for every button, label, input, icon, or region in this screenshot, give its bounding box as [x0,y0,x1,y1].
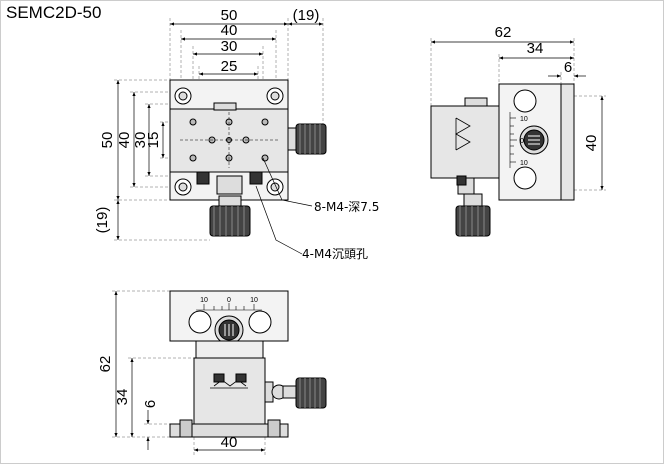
side-scale-mid: 0 [520,138,524,145]
side-scale-top: 10 [520,116,528,123]
side-dim-62: 62 [495,24,512,41]
vdim-50: 50 [99,132,116,149]
front-vdim-62: 62 [97,356,114,373]
note-counterbore-holes: 4-M4沉頭孔 [302,247,368,261]
vdim-40: 40 [116,132,133,149]
vdim-30: 30 [132,132,149,149]
note-tapped-holes: 8-M4-深7.5 [314,200,379,214]
side-view [430,38,606,237]
model-title: SEMC2D-50 [6,3,102,22]
dim-50: 50 [221,7,238,24]
top-view [114,18,327,255]
side-scale-bot: 10 [520,160,528,167]
side-vdim-40: 40 [583,135,600,152]
front-view [112,290,327,455]
dim-19: (19) [293,7,320,24]
side-dim-34: 34 [527,40,544,57]
front-scale-left: 10 [200,297,208,304]
front-scale-mid: 0 [227,297,231,304]
dim-30: 30 [221,38,238,55]
dim-40: 40 [221,22,238,39]
front-hdim-40: 40 [221,434,238,451]
dim-25: 25 [221,58,238,75]
front-scale-right: 10 [250,297,258,304]
front-vdim-6: 6 [142,400,159,408]
vdim-15: 15 [145,132,162,149]
front-vdim-34: 34 [114,389,131,406]
side-dim-6: 6 [564,59,572,76]
vdim-19: (19) [94,207,111,234]
